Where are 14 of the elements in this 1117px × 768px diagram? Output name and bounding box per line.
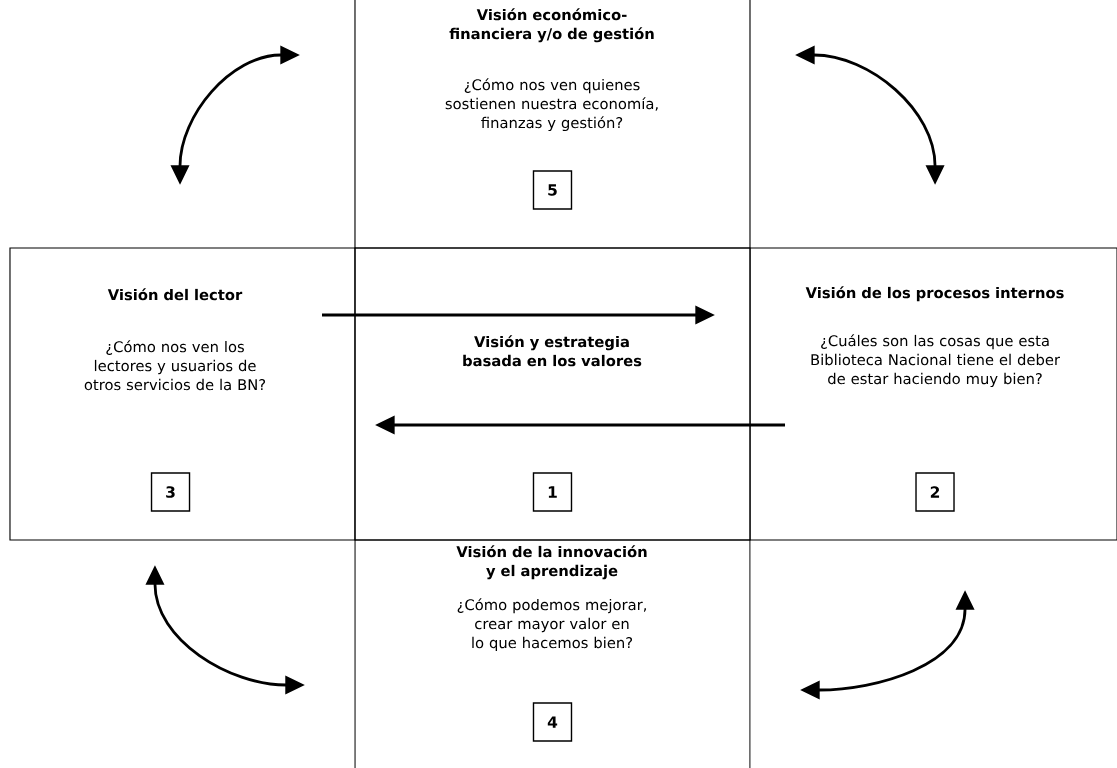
panel-heading: Visión del lector xyxy=(107,288,243,301)
number-box: 5 xyxy=(532,170,573,210)
panel-heading: Visión de los procesos internos xyxy=(805,286,1064,302)
panel-heading: Visión y estrategia basada en los valores xyxy=(463,335,642,367)
number-box: 2 xyxy=(915,472,955,512)
panel-question: ¿Cómo podemos mejorar, crear mayor valor en lo que hacemos bien? xyxy=(457,598,646,652)
panel-heading: Visión de la innovación y el aprendizaje xyxy=(456,545,647,580)
panel-question: ¿Cuáles son las cosas que esta Biblioteca Nacional tiene el deber de estar haciendo muy bien? xyxy=(811,334,1060,388)
panel-question: ¿Cómo nos ven los lectores y usuarios de otros servicios de la BN? xyxy=(84,340,266,391)
panel-question: ¿Cómo nos ven quienes sostienen nuestra economía, finanzas y gestión? xyxy=(445,78,658,132)
number-box: 4 xyxy=(532,702,573,742)
panel-heading: Visión económico-financiera y/o de gestión xyxy=(449,8,654,43)
number-box: 3 xyxy=(150,472,191,512)
number-box: 1 xyxy=(532,472,573,512)
